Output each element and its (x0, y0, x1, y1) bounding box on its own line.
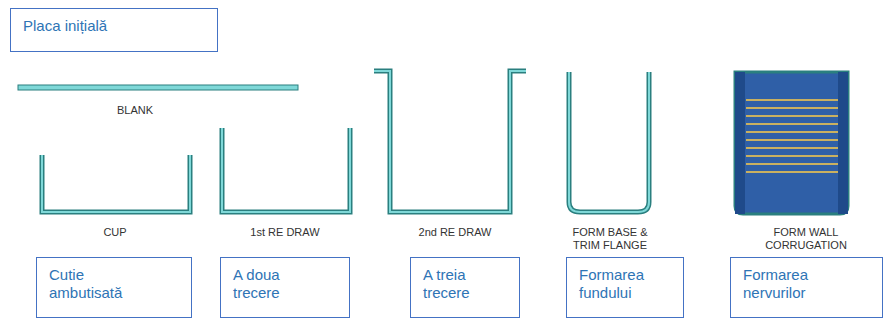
stage-name: CUP (65, 226, 165, 239)
blank-plate (18, 85, 298, 90)
step-label: Formarea fundului (579, 266, 669, 302)
stage-name: BLANK (75, 104, 195, 117)
cup-profile (42, 155, 190, 212)
step-box: A treia trecere (410, 257, 520, 318)
step-box: A doua trecere (220, 257, 350, 318)
redraw2-profile-core (374, 71, 526, 212)
step-label: Formarea nervurilor (743, 266, 843, 302)
base-profile-core (569, 72, 649, 212)
step-box: Formarea nervurilor (730, 257, 883, 318)
step-box: Formarea fundului (566, 257, 684, 318)
stage-name: 2nd RE DRAW (405, 226, 505, 239)
step-box: Placa inițială (10, 8, 218, 52)
base-profile (569, 72, 649, 212)
step-box: Cutie ambutisată (36, 257, 192, 318)
step-label: A doua trecere (233, 266, 313, 302)
redraw1-profile-core (222, 128, 350, 212)
step-label: Placa inițială (23, 17, 107, 35)
stage-name: FORM BASE & TRIM FLANGE (560, 226, 660, 252)
step-label: Cutie ambutisată (49, 266, 159, 302)
corrugated-can (735, 72, 848, 214)
can-body (735, 72, 848, 214)
redraw1-profile (222, 128, 350, 212)
can-shade (838, 72, 848, 214)
corrugation-lines (746, 100, 838, 172)
redraw2-profile (374, 71, 526, 212)
can-shade (735, 72, 745, 214)
step-label: A treia trecere (423, 266, 503, 302)
part-profiles (42, 71, 649, 212)
stage-name: FORM WALL CORRUGATION (756, 226, 856, 252)
cup-profile-core (42, 155, 190, 212)
stage-name: 1st RE DRAW (235, 226, 335, 239)
